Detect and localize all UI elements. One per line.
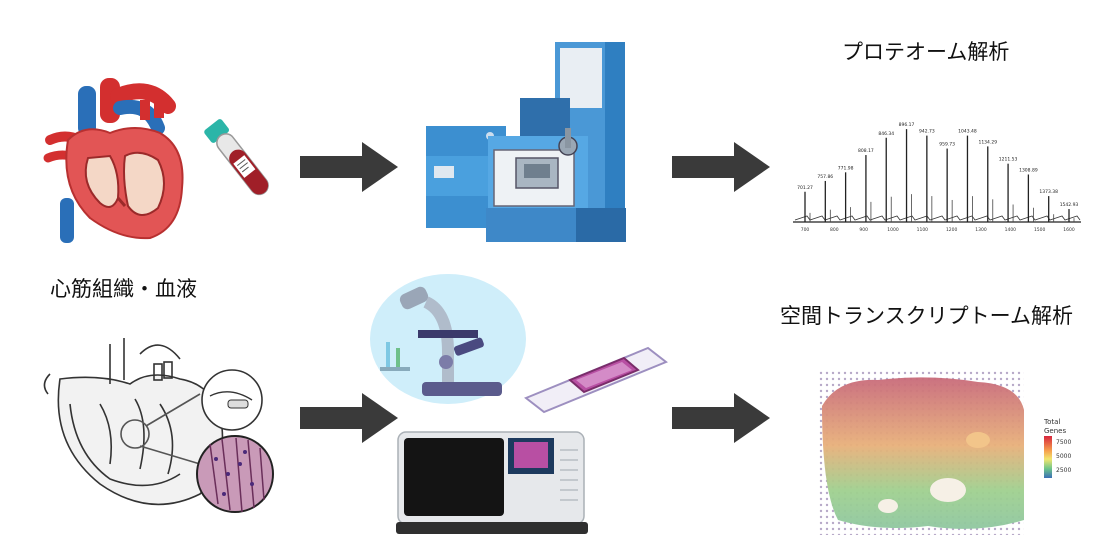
spectrum-x-tick: 1200 <box>946 227 958 233</box>
legend-color-bar <box>1044 436 1052 478</box>
spectrum-x-tick: 1000 <box>887 227 899 233</box>
arrow-tissue-to-ms <box>300 142 398 192</box>
spectrum-x-tick: 900 <box>859 227 868 233</box>
spectrum-peak-label: 1134.29 <box>978 139 997 145</box>
spectrum-peak-label: 942.73 <box>919 129 935 135</box>
spatial-gene-heatmap: Total Genes 7500 5000 2500 <box>818 370 1071 535</box>
tissue-blood-label: 心筋組織・血液 <box>50 277 197 301</box>
legend-value-7500: 7500 <box>1056 439 1071 446</box>
spectrum-x-tick: 1400 <box>1005 227 1017 233</box>
heart-line-drawing <box>43 338 274 513</box>
spectrum-x-tick: 800 <box>830 227 839 233</box>
spatial-imaging-instrument <box>396 431 588 534</box>
mass-spectrum-chart: 701.27 757.86 771.98 808.17 846.34 896.17 942.… <box>793 122 1081 233</box>
tissue-slide-icon <box>524 346 668 414</box>
spectrum-peak-label: 959.73 <box>939 142 955 148</box>
spatial-transcriptome-label: 空間トランスクリプトーム解析 <box>780 304 1073 328</box>
proteome-label: プロテオーム解析 <box>842 40 1010 64</box>
spectrum-peak-label: 896.17 <box>899 122 915 128</box>
spectrum-peak-label: 701.27 <box>797 185 813 191</box>
spectrum-peak-label: 757.86 <box>817 174 833 180</box>
microscope-illustration <box>370 274 526 404</box>
arrow-ms-to-proteome <box>672 142 770 192</box>
legend-value-2500: 2500 <box>1056 467 1071 474</box>
mass-spectrometer-illustration <box>426 42 626 242</box>
spectrum-peak-label: 1043.48 <box>958 129 977 135</box>
legend-value-5000: 5000 <box>1056 453 1071 460</box>
arrow-tissue-to-imaging <box>300 393 398 443</box>
blood-tube-icon <box>204 119 269 196</box>
spectrum-x-tick: 1500 <box>1034 227 1046 233</box>
legend-title-2: Genes <box>1044 427 1066 435</box>
spectrum-baseline <box>794 215 1081 221</box>
spectrum-peak-label: 771.98 <box>838 165 854 171</box>
spectrum-peak-label: 1542.93 <box>1060 202 1079 208</box>
spectrum-peak-label: 1308.89 <box>1019 167 1038 173</box>
spectrum-peak-label: 1211.53 <box>999 157 1018 163</box>
heart-illustration <box>43 78 184 243</box>
legend-title-1: Total <box>1043 418 1060 426</box>
arrow-imaging-to-spatial <box>672 393 770 443</box>
spectrum-peak-label: 1373.38 <box>1039 189 1058 195</box>
spectrum-peak-label: 846.34 <box>878 131 894 137</box>
spectrum-x-tick: 1600 <box>1063 227 1075 233</box>
spectrum-peak-label: 808.17 <box>858 148 874 154</box>
spectrum-x-tick: 1300 <box>975 227 987 233</box>
spectrum-x-tick: 700 <box>801 227 810 233</box>
spectrum-x-tick: 1100 <box>917 227 929 233</box>
